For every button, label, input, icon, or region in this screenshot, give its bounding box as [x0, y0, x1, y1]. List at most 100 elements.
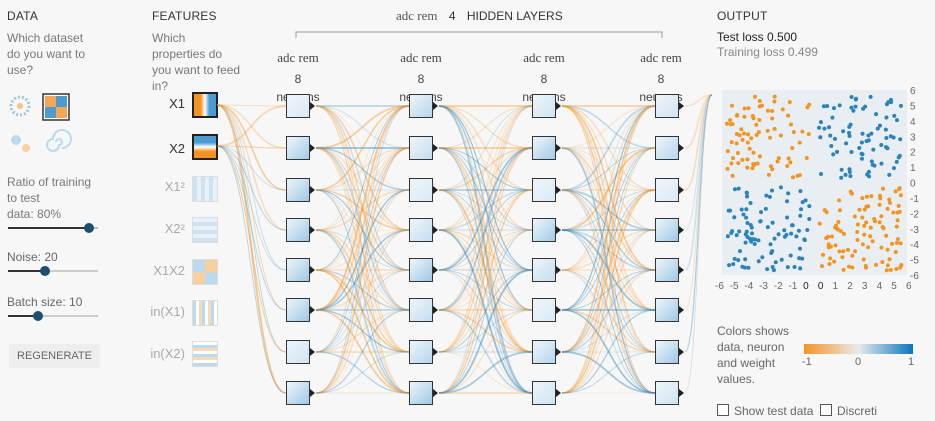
weight-link[interactable] — [315, 105, 410, 353]
weight-link[interactable] — [315, 105, 410, 191]
weight-link[interactable] — [684, 94, 713, 394]
weight-link[interactable] — [561, 351, 656, 394]
weight-link[interactable] — [438, 147, 533, 191]
weight-link[interactable] — [315, 105, 410, 353]
weight-link[interactable] — [438, 269, 533, 353]
weight-link[interactable] — [315, 147, 410, 311]
weight-link[interactable] — [438, 105, 533, 311]
weight-link[interactable] — [561, 105, 656, 191]
weight-link[interactable] — [315, 105, 410, 231]
weight-link[interactable] — [438, 229, 533, 353]
weight-link[interactable] — [561, 189, 656, 231]
neuron-l1-n3[interactable] — [286, 178, 315, 202]
weight-link[interactable] — [438, 189, 533, 231]
weight-link[interactable] — [561, 229, 656, 353]
weight-link[interactable] — [216, 104, 287, 191]
weight-link[interactable] — [438, 105, 533, 353]
weight-link[interactable] — [315, 105, 410, 231]
weight-link[interactable] — [561, 147, 656, 191]
dataset-spiral-icon[interactable] — [46, 129, 72, 152]
weight-link[interactable] — [315, 229, 410, 353]
weight-link[interactable] — [561, 147, 656, 191]
weight-link[interactable] — [216, 104, 287, 149]
weight-link[interactable] — [561, 105, 656, 353]
discretize-checkbox[interactable] — [820, 404, 832, 416]
layer-3-add-remove[interactable]: adc rem — [523, 50, 565, 65]
neuron-l2-n4[interactable] — [409, 218, 438, 242]
weight-link[interactable] — [216, 145, 287, 271]
weight-link[interactable] — [561, 147, 656, 311]
neuron-l1-n2[interactable] — [286, 136, 315, 160]
weight-link[interactable] — [561, 351, 656, 394]
weight-link[interactable] — [561, 269, 656, 353]
weight-link[interactable] — [561, 147, 656, 353]
weight-link[interactable] — [561, 269, 656, 311]
weight-link[interactable] — [438, 351, 533, 394]
weight-link[interactable] — [684, 94, 713, 231]
weight-link[interactable] — [438, 269, 533, 394]
weight-link[interactable] — [315, 229, 410, 271]
weight-link[interactable] — [315, 105, 410, 149]
weight-link[interactable] — [561, 189, 656, 311]
layer-2-add-remove[interactable]: adc rem — [400, 50, 442, 65]
layer-1-add-remove[interactable]: adc rem — [277, 50, 319, 65]
weight-link[interactable] — [315, 189, 410, 231]
weight-link[interactable] — [438, 229, 533, 394]
weight-link[interactable] — [438, 105, 533, 191]
weight-link[interactable] — [561, 309, 656, 394]
weight-link[interactable] — [438, 189, 533, 353]
weight-link[interactable] — [561, 105, 656, 311]
neuron-l1-n6[interactable] — [286, 298, 315, 322]
weight-link[interactable] — [438, 147, 533, 353]
weight-link[interactable] — [561, 309, 656, 394]
neuron-l4-n3[interactable] — [655, 178, 684, 202]
weight-link[interactable] — [561, 229, 656, 353]
weight-link[interactable] — [315, 189, 410, 394]
weight-link[interactable] — [438, 229, 533, 394]
weight-link[interactable] — [315, 309, 410, 394]
weight-link[interactable] — [561, 229, 656, 394]
weight-link[interactable] — [438, 269, 533, 311]
weight-link[interactable] — [561, 105, 656, 394]
weight-link[interactable] — [561, 147, 656, 394]
weight-link[interactable] — [315, 309, 410, 353]
weight-link[interactable] — [216, 104, 287, 311]
weight-link[interactable] — [216, 104, 287, 231]
neuron-l2-n6[interactable] — [409, 298, 438, 322]
weight-link[interactable] — [438, 105, 533, 231]
weight-link[interactable] — [438, 105, 533, 149]
weight-link[interactable] — [561, 189, 656, 231]
weight-link[interactable] — [315, 229, 410, 271]
neuron-l2-n2[interactable] — [409, 136, 438, 160]
weight-link[interactable] — [561, 105, 656, 353]
weight-link[interactable] — [438, 147, 533, 311]
weight-link[interactable] — [438, 309, 533, 394]
weight-link[interactable] — [315, 189, 410, 353]
weight-link[interactable] — [561, 189, 656, 353]
weight-link[interactable] — [315, 147, 410, 271]
weight-link[interactable] — [315, 147, 410, 394]
weight-link[interactable] — [561, 189, 656, 311]
weight-link[interactable] — [438, 147, 533, 271]
weight-link[interactable] — [438, 189, 533, 271]
neuron-l3-n8[interactable] — [532, 381, 561, 405]
weight-link[interactable] — [438, 105, 533, 353]
weight-link[interactable] — [561, 147, 656, 394]
neuron-l4-n6[interactable] — [655, 298, 684, 322]
feature-sinx1[interactable] — [192, 300, 218, 326]
weight-link[interactable] — [315, 105, 410, 191]
weight-link[interactable] — [438, 105, 533, 311]
weight-link[interactable] — [561, 189, 656, 394]
weight-link[interactable] — [216, 104, 287, 353]
weight-link[interactable] — [438, 189, 533, 311]
neuron-l3-n1[interactable] — [532, 94, 561, 118]
feature-x2sq[interactable] — [192, 217, 218, 243]
weight-link[interactable] — [561, 309, 656, 353]
neuron-l3-n4[interactable] — [532, 218, 561, 242]
weight-link[interactable] — [561, 147, 656, 353]
weight-link[interactable] — [684, 94, 713, 271]
weight-link[interactable] — [438, 105, 533, 271]
neuron-l3-n3[interactable] — [532, 178, 561, 202]
weight-link[interactable] — [561, 189, 656, 394]
weight-link[interactable] — [438, 147, 533, 394]
